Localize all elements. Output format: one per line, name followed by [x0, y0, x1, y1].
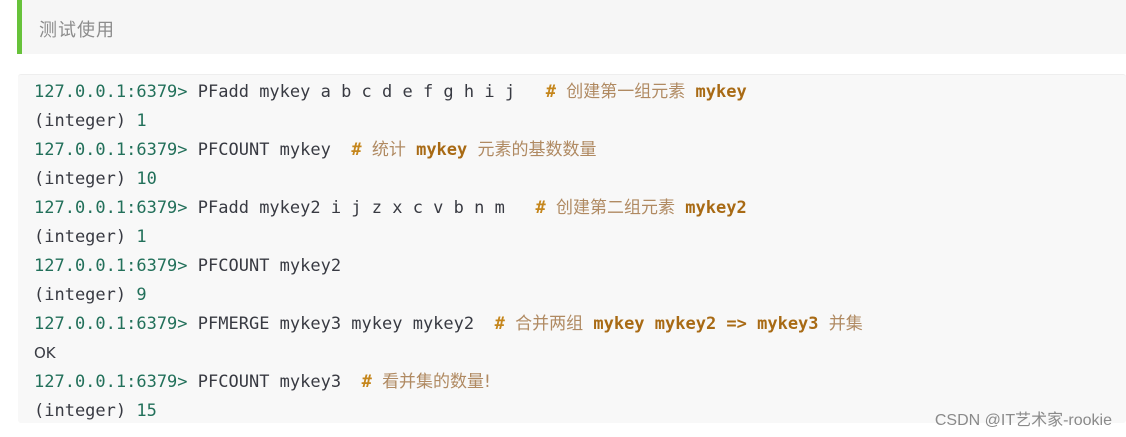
output-value: 1	[136, 227, 147, 247]
code-line: (integer) 10	[34, 167, 157, 191]
comment-keyword: mykey	[416, 140, 468, 160]
comment-keyword: mykey	[695, 82, 747, 102]
prompt: 127.0.0.1:6379>	[34, 372, 188, 392]
watermark: CSDN @IT艺术家-rookie	[934, 412, 1112, 429]
code-line: OK	[34, 341, 56, 365]
comment-text: 元素的基数数量	[477, 140, 597, 160]
command: PFCOUNT mykey	[197, 140, 331, 160]
prompt: 127.0.0.1:6379>	[34, 256, 188, 276]
code-line: 127.0.0.1:6379> PFadd mykey a b c d e f …	[34, 80, 747, 104]
output-value: 15	[136, 401, 157, 421]
comment-text: 看并集的数量!	[382, 372, 491, 392]
comment-text: 并集	[828, 314, 863, 334]
section-heading: 测试使用	[39, 20, 115, 41]
comment-hash: #	[545, 82, 557, 102]
output-value: 10	[136, 169, 157, 189]
code-line: 127.0.0.1:6379> PFCOUNT mykey3 # 看并集的数量!	[34, 370, 491, 394]
code-line: (integer) 1	[34, 109, 147, 133]
output-label: (integer)	[34, 169, 127, 189]
comment-hash: #	[361, 372, 372, 392]
prompt: 127.0.0.1:6379>	[34, 314, 188, 334]
comment-hash: #	[351, 140, 362, 160]
comment-hash: #	[494, 314, 505, 334]
command: PFMERGE mykey3 mykey mykey2	[197, 314, 475, 334]
output-label: (integer)	[34, 227, 127, 247]
command: PFCOUNT mykey3	[197, 372, 342, 392]
command: PFadd mykey a b c d e f g h i j	[197, 82, 516, 102]
comment-keyword: mykey2	[685, 198, 747, 218]
comment-keyword: mykey mykey2 => mykey3	[593, 314, 819, 334]
code-block: 127.0.0.1:6379> PFadd mykey a b c d e f …	[18, 74, 1126, 423]
comment-text: 创建第一组元素	[566, 82, 686, 102]
code-line: 127.0.0.1:6379> PFCOUNT mykey # 统计 mykey…	[34, 138, 597, 162]
command: PFCOUNT mykey2	[197, 256, 342, 276]
prompt: 127.0.0.1:6379>	[34, 198, 188, 218]
command: PFadd mykey2 i j z x c v b n m	[197, 198, 505, 218]
code-line: 127.0.0.1:6379> PFadd mykey2 i j z x c v…	[34, 196, 747, 220]
prompt: 127.0.0.1:6379>	[34, 82, 188, 102]
output-label: (integer)	[34, 111, 127, 131]
section-heading-blockquote: 测试使用	[17, 0, 1126, 54]
output-label: (integer)	[34, 285, 127, 305]
comment-hash: #	[535, 198, 546, 218]
status-output: OK	[34, 344, 56, 362]
code-line: 127.0.0.1:6379> PFCOUNT mykey2	[34, 254, 341, 278]
output-value: 1	[136, 111, 147, 131]
code-line: (integer) 9	[34, 283, 147, 307]
code-line: (integer) 1	[34, 225, 147, 249]
comment-text: 合并两组	[515, 314, 584, 334]
code-line: (integer) 15	[34, 399, 157, 423]
comment-text: 统计	[371, 140, 406, 160]
prompt: 127.0.0.1:6379>	[34, 140, 188, 160]
comment-text: 创建第二组元素	[556, 198, 676, 218]
output-label: (integer)	[34, 401, 127, 421]
output-value: 9	[136, 285, 147, 305]
code-line: 127.0.0.1:6379> PFMERGE mykey3 mykey myk…	[34, 312, 863, 336]
